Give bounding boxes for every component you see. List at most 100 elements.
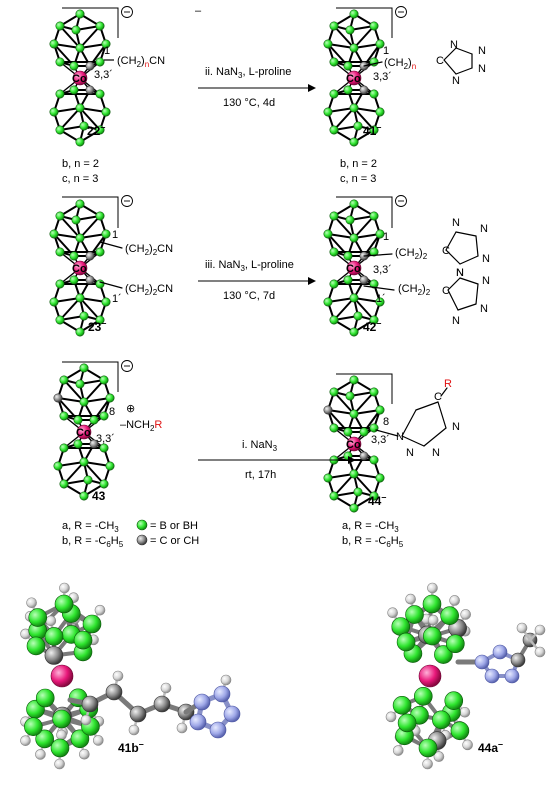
nitrogen-atom — [189, 713, 207, 731]
boron-atom — [392, 695, 412, 715]
conditions-row3: rt, 17h — [245, 469, 276, 481]
hydrogen-atom — [462, 739, 473, 751]
tetrazole-atom: N — [478, 45, 486, 57]
svg-text:1: 1 — [383, 45, 389, 57]
boron-atom — [369, 387, 379, 397]
boron-atom — [329, 279, 339, 289]
boron-atom — [69, 61, 79, 71]
chain-1-label: (CH2)2 — [395, 247, 428, 261]
plus-charge: ⊕ — [126, 403, 135, 415]
hydrogen-atom — [94, 604, 106, 616]
tetrazole-atom: N — [482, 275, 490, 287]
hydrogen-atom — [128, 724, 140, 736]
boron-atom — [55, 89, 65, 99]
boron-atom — [28, 608, 48, 627]
boron-atom — [369, 423, 379, 433]
carbon-atom — [153, 695, 171, 713]
cobalt-atom — [50, 664, 74, 688]
boron-atom — [329, 491, 339, 501]
boron-atom — [79, 397, 89, 407]
boron-atom — [70, 729, 90, 749]
cobalt-atom — [418, 664, 442, 688]
tetrazole-atom: N — [482, 253, 490, 265]
boron-atom — [323, 297, 333, 307]
boron-atom — [55, 211, 65, 221]
tetrazole-atom: N — [478, 63, 486, 75]
boron-atom — [369, 89, 379, 99]
hydrogen-atom — [433, 751, 445, 762]
boron-atom — [450, 721, 470, 741]
nitrogen-atom — [213, 685, 231, 703]
chain-2-label: (CH2)2 — [398, 283, 431, 297]
compound-22-label: 22– — [87, 122, 105, 138]
substituent-1-label: (CH2)2CN — [125, 243, 173, 257]
variant-b-41: b, n = 2 — [340, 158, 377, 170]
carbon-atom — [85, 61, 95, 71]
boron-atom — [329, 125, 339, 135]
tetrazole-atom: N — [450, 39, 458, 51]
boron-atom — [75, 43, 85, 53]
cobaltabisdicarbollide-23: Co — [49, 199, 123, 337]
boron-atom — [75, 199, 85, 209]
tetrazole-atom: C — [442, 245, 450, 257]
tetrazole-atom: N — [480, 303, 488, 315]
variant-c-22: c, n = 3 — [62, 173, 98, 185]
boron-atom — [82, 614, 102, 634]
svg-text:8: 8 — [109, 406, 115, 418]
legend-carbon-dot — [136, 534, 148, 546]
tetrazole-atom: N — [452, 421, 460, 433]
boron-atom — [44, 627, 64, 646]
cobalt-label: Co — [76, 427, 91, 439]
boron-atom — [79, 121, 89, 131]
boron-atom — [329, 211, 339, 221]
hydrogen-atom — [160, 682, 172, 694]
svg-text:1: 1 — [383, 231, 389, 243]
nitrogen-atom — [484, 668, 500, 684]
legend-boron-dot — [136, 519, 148, 531]
boron-atom — [345, 215, 355, 225]
carbon-atom — [85, 85, 95, 95]
boron-atom — [55, 21, 65, 31]
boron-atom — [79, 363, 89, 373]
carbon-atom — [44, 646, 64, 665]
boron-atom — [369, 125, 379, 135]
hydrogen-atom — [534, 624, 546, 636]
carbon-atom — [89, 439, 99, 449]
boron-atom — [75, 137, 85, 147]
carbon-atom — [323, 405, 333, 415]
boron-atom — [101, 107, 111, 117]
compound-41-label: 41– — [363, 122, 381, 138]
cobaltabisdicarbollide-43: Co — [53, 363, 115, 501]
boron-atom — [369, 21, 379, 31]
carbon-atom — [85, 275, 95, 285]
nitrogen-atom — [474, 654, 490, 670]
boron-atom — [329, 89, 339, 99]
cobalt-atom — [72, 260, 88, 276]
boron-atom — [52, 709, 71, 729]
cobalt-label: Co — [72, 263, 87, 275]
boron-atom — [391, 617, 411, 636]
boron-atom — [99, 479, 109, 489]
boron-atom — [349, 199, 359, 209]
variant-a-44: a, R = -CH3 — [342, 520, 399, 534]
nitrogen-atom — [193, 693, 211, 711]
variant-b-22: b, n = 2 — [62, 158, 99, 170]
pos-33-label: 3,3´ — [94, 69, 113, 81]
variant-b-44: b, R = -C6H5 — [342, 535, 404, 549]
svg-text:3,3´: 3,3´ — [373, 71, 392, 83]
boron-atom — [95, 247, 105, 257]
boron-atom — [323, 39, 333, 49]
charge-bracket — [62, 7, 119, 38]
hydrogen-atom — [392, 745, 404, 756]
hydrogen-atom — [45, 615, 57, 627]
boron-atom — [54, 594, 74, 614]
boron-atom — [49, 297, 59, 307]
tetrazole-atom: C — [442, 285, 450, 297]
nitrogen-atom — [209, 721, 227, 739]
hydrogen-atom — [54, 758, 65, 770]
boron-atom — [35, 729, 54, 749]
compound-44-label: 44– — [368, 492, 386, 508]
tetrazole-atom: C — [436, 55, 444, 67]
boron-atom — [24, 717, 43, 737]
boron-atom — [105, 461, 115, 471]
